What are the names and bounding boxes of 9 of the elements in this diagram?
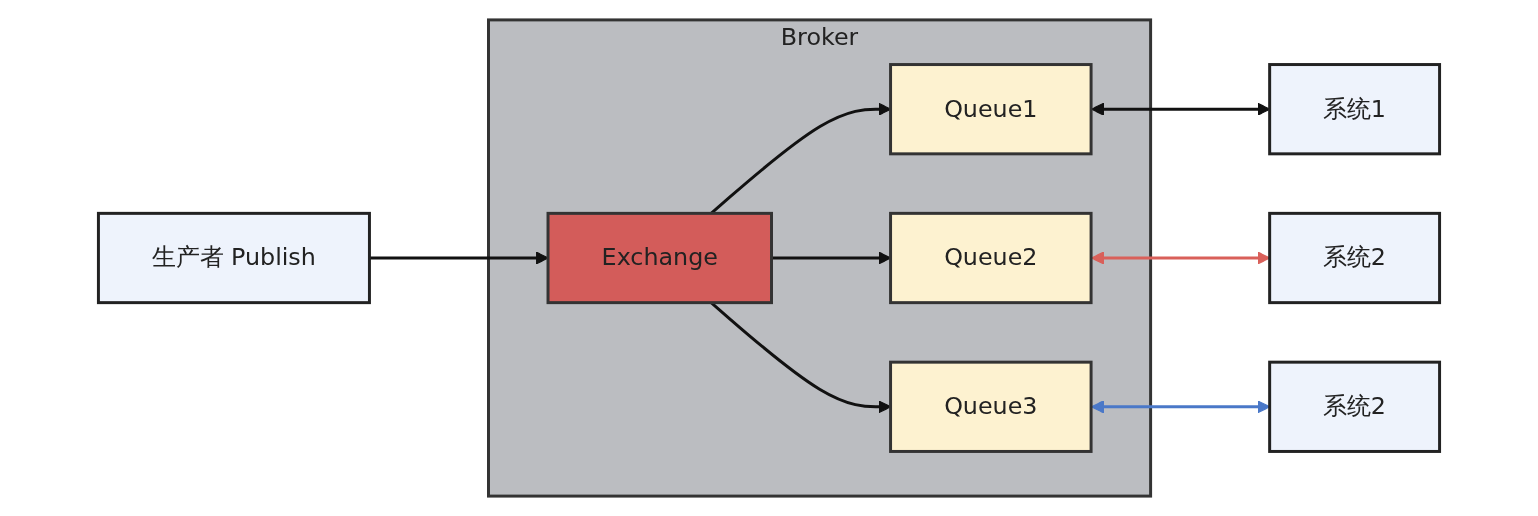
arrow <box>369 251 549 265</box>
node-box: Queue1 <box>889 63 1093 156</box>
node-box: 系统2 <box>1268 211 1442 305</box>
node-box: Exchange <box>546 211 773 305</box>
node-box: Queue2 <box>889 211 1093 305</box>
node-box: 系统1 <box>1268 63 1442 156</box>
node-box: 生产者 Publish <box>96 211 371 305</box>
node-box: Queue3 <box>889 360 1093 453</box>
node-box: 系统2 <box>1268 360 1442 453</box>
